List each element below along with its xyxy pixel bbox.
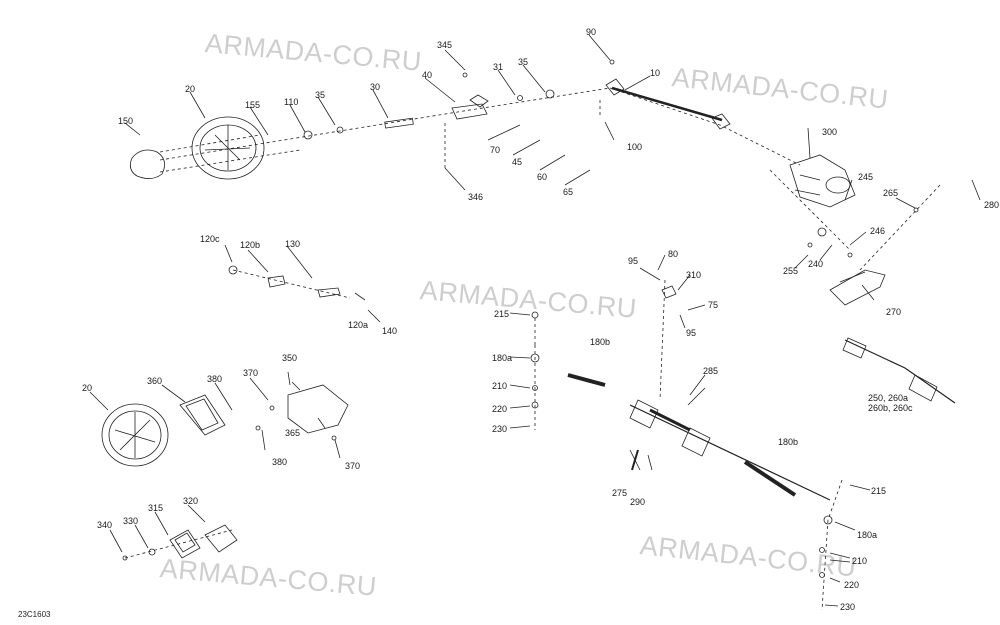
callout-140: 140	[382, 326, 398, 336]
callout-150: 150	[118, 116, 134, 126]
callout-95-top: 95	[628, 256, 639, 266]
callout-255: 255	[783, 266, 799, 276]
callout-310: 310	[686, 270, 702, 280]
callout-246: 246	[870, 226, 886, 236]
callout-70: 70	[490, 145, 501, 155]
callout-370-top: 370	[243, 368, 259, 378]
callout-65: 65	[563, 187, 574, 197]
callout-130: 130	[285, 239, 301, 249]
callout-60: 60	[537, 172, 548, 182]
callout-10: 10	[650, 68, 661, 78]
callout-35-left: 35	[315, 90, 326, 100]
callout-120c: 120c	[200, 234, 220, 244]
callout-220-mid: 220	[492, 404, 508, 414]
callout-90: 90	[586, 27, 597, 37]
callout-20-bottom: 20	[82, 383, 93, 393]
callout-120a: 120a	[348, 320, 369, 330]
callout-95-mid: 95	[686, 328, 697, 338]
callout-180a-mid: 180a	[492, 353, 513, 363]
callout-345: 345	[437, 40, 453, 50]
callout-245: 245	[858, 172, 874, 182]
callout-210-bottom: 210	[852, 556, 868, 566]
callout-180b-mid: 180b	[590, 337, 611, 347]
callout-75: 75	[708, 300, 719, 310]
callout-370-bottom: 370	[345, 461, 361, 471]
callout-40: 40	[422, 70, 433, 80]
callout-180b-right: 180b	[778, 437, 799, 447]
callout-275: 275	[612, 488, 628, 498]
callout-35-top: 35	[518, 57, 529, 67]
callout-240: 240	[808, 259, 824, 269]
callout-31: 31	[493, 62, 504, 72]
figure-code: 23C1603	[18, 610, 51, 619]
callout-285: 285	[703, 366, 719, 376]
callout-110: 110	[284, 97, 299, 107]
callout-315: 315	[148, 503, 164, 513]
callout-230-bottom: 230	[840, 602, 856, 612]
callout-215-mid: 215	[494, 309, 510, 319]
callout-270: 270	[886, 307, 902, 317]
callout-100: 100	[627, 142, 643, 152]
callout-180a-bottom: 180a	[857, 530, 878, 540]
callout-346: 346	[468, 192, 484, 202]
callout-300: 300	[822, 127, 838, 137]
callout-30: 30	[370, 82, 381, 92]
callout-210-mid: 210	[492, 381, 508, 391]
callout-350: 350	[282, 353, 298, 363]
callout-320: 320	[183, 496, 199, 506]
callout-265: 265	[883, 188, 899, 198]
callout-155: 155	[245, 100, 261, 110]
callout-120b: 120b	[240, 240, 261, 250]
callout-340: 340	[97, 520, 113, 530]
callout-80: 80	[668, 249, 679, 259]
callout-250-260a: 250, 260a	[868, 393, 909, 403]
callout-230-mid: 230	[492, 424, 508, 434]
callout-360: 360	[147, 376, 163, 386]
callout-330: 330	[123, 516, 139, 526]
callout-215-bottom: 215	[871, 486, 887, 496]
callout-290: 290	[630, 497, 646, 507]
callout-380-bottom: 380	[272, 457, 288, 467]
callout-45: 45	[512, 157, 523, 167]
callout-260b-260c: 260b, 260c	[868, 403, 913, 413]
callout-380-top: 380	[207, 374, 223, 384]
callout-365: 365	[285, 428, 301, 438]
callout-20-top: 20	[185, 84, 196, 94]
callout-220-bottom: 220	[844, 580, 860, 590]
callout-280: 280	[984, 200, 1000, 210]
